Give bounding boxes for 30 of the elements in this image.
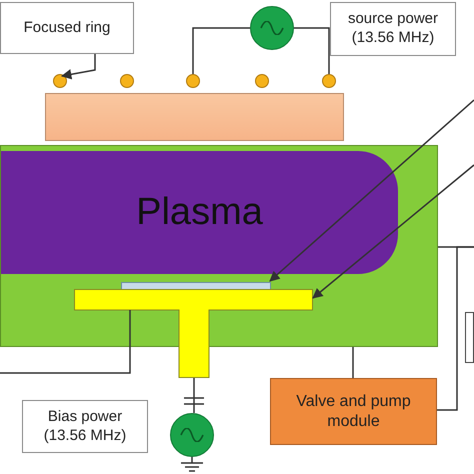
callout-box: [0, 2, 134, 54]
arrow: [60, 54, 96, 80]
arrow: [312, 164, 474, 299]
module-box: [270, 378, 437, 445]
ac-source-symbol: [170, 413, 214, 457]
coil-dot: [53, 74, 67, 88]
connector-line: [0, 310, 131, 374]
connector-line: [193, 378, 195, 413]
region-label: Plasma: [136, 190, 263, 235]
connector-line: [438, 246, 474, 248]
coil-dot: [322, 74, 336, 88]
connector-line: [352, 347, 354, 378]
callout-text: Focused ring: [22, 18, 112, 38]
chuck-drawing: [74, 289, 313, 378]
module-label: Valve and pump module: [295, 392, 412, 432]
connector-line: [192, 27, 250, 74]
callout-text: Bias power (13.56 MHz): [42, 408, 128, 446]
arrow: [269, 99, 474, 282]
ac-source-symbol: [250, 6, 294, 50]
side-box: [465, 312, 474, 363]
coil-dot: [120, 74, 134, 88]
chamber-body: [0, 145, 438, 347]
callout-box: [22, 400, 148, 453]
coil-dot: [186, 74, 200, 88]
electrode-plate: [45, 93, 344, 141]
connector-line: [294, 27, 330, 74]
coil-dot: [255, 74, 269, 88]
callout-box: [330, 2, 456, 56]
plasma-region: [1, 151, 398, 274]
callout-text: source power (13.56 MHz): [346, 10, 440, 48]
